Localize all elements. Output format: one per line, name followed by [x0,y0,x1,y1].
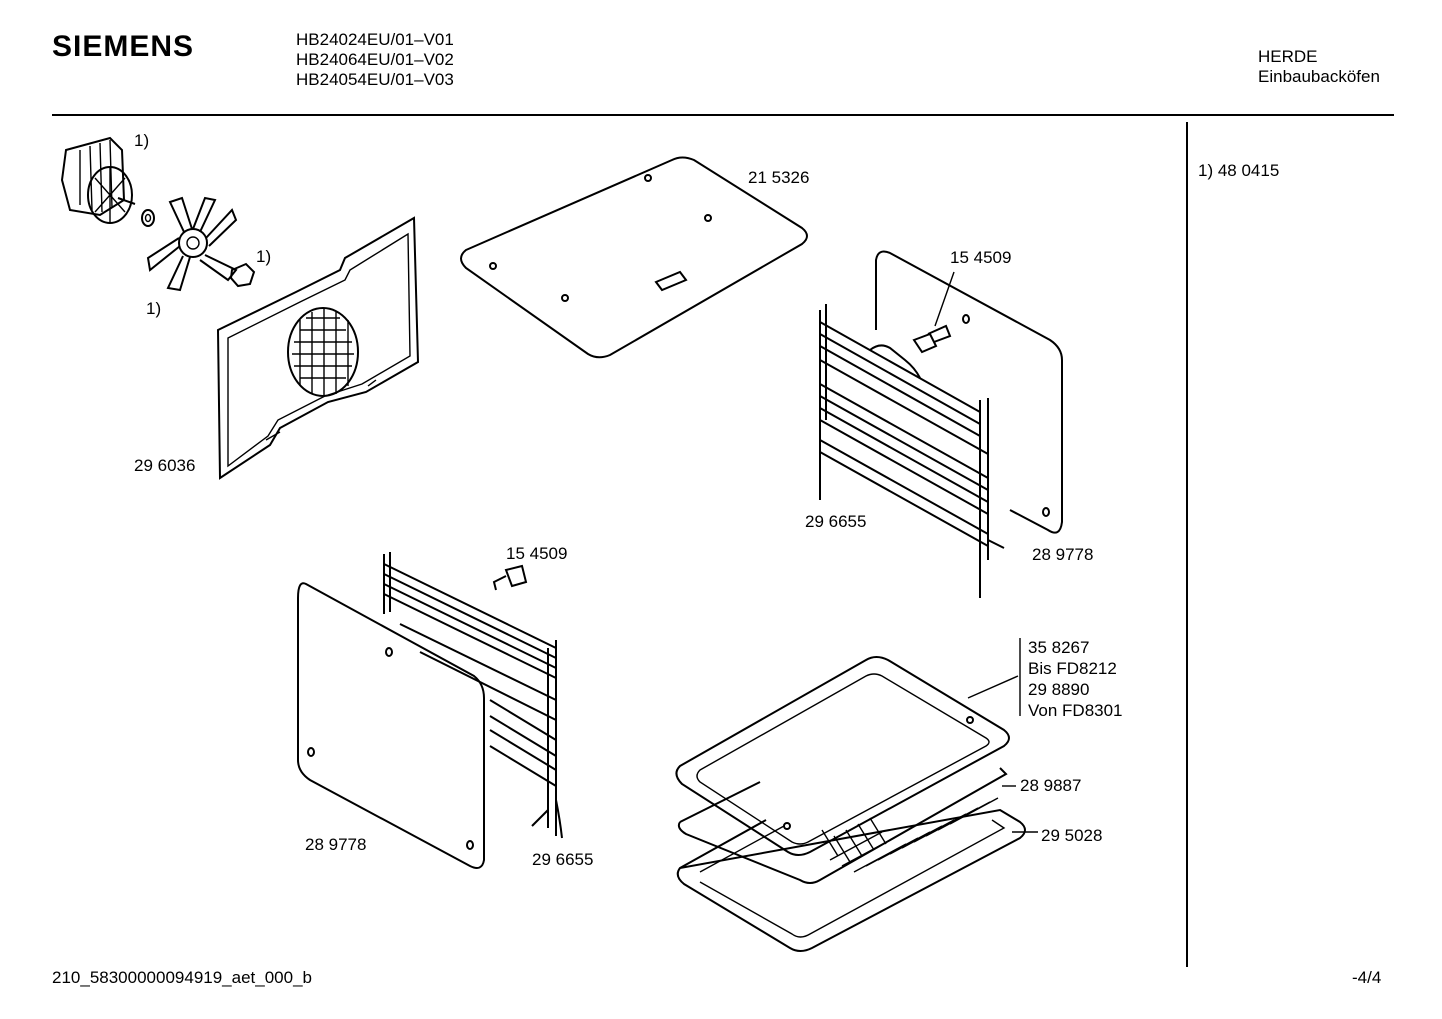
drip-pan [676,808,1026,952]
left-panel-label: 28 9778 [305,835,367,854]
model-line: HB24064EU/01–V02 [296,50,454,69]
left-side-panel [297,582,485,869]
right-side-panel [875,250,1063,534]
page-number: -4/4 [1352,968,1382,987]
tray-label-line: 29 8890 [1028,680,1090,699]
model-line: HB24054EU/01–V03 [296,70,454,89]
tray-label-line: Von FD8301 [1028,701,1123,720]
top-cover-label: 21 5326 [748,168,810,187]
category-line: HERDE [1258,47,1318,66]
motor-note-label: 1) [134,131,150,150]
side-divider [1186,122,1188,967]
left-screw [492,564,528,591]
grid-label: 28 9887 [1020,776,1082,795]
top-cover [460,156,808,359]
tray-label-line: Bis FD8212 [1028,659,1117,678]
right-screw [912,271,955,354]
tray-label-line: 35 8267 [1028,638,1090,657]
tray-label-block: 35 8267 Bis FD8212 29 8890 Von FD8301 [1028,637,1123,721]
right-rack [819,304,1005,598]
model-list: HB24024EU/01–V01 HB24064EU/01–V02 HB2405… [296,30,454,90]
fan-note-label: 1) [146,299,162,318]
fan-motor [60,136,136,224]
fan-wheel [146,196,238,292]
leader-lines [1002,638,1038,833]
back-panel [216,216,420,480]
right-screw-label: 15 4509 [950,248,1012,267]
pan-label: 29 5028 [1041,826,1103,845]
wire-grid [677,767,1008,884]
back-panel-label: 29 6036 [134,456,196,475]
category-block: HERDE Einbaubacköfen [1258,47,1380,87]
header-divider [52,114,1394,116]
model-line: HB24024EU/01–V01 [296,30,454,49]
left-rack [383,552,563,839]
nut-note-label: 1) [256,247,272,266]
right-rack-label: 29 6655 [805,512,867,531]
washer [141,209,155,227]
left-screw-label: 15 4509 [506,544,568,563]
left-rack-label: 29 6655 [532,850,594,869]
right-panel-label: 28 9778 [1032,545,1094,564]
baking-tray [675,656,1019,856]
fan-nut [229,262,256,288]
document-id: 210_58300000094919_aet_000_b [52,968,312,987]
category-line: Einbaubacköfen [1258,67,1380,86]
brand-logo: SIEMENS [52,30,195,63]
footnote: 1) 48 0415 [1198,161,1280,180]
